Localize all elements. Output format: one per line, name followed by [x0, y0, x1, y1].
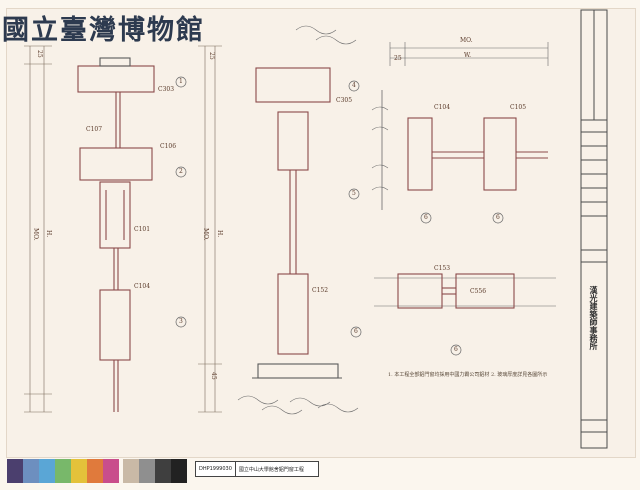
museum-watermark: 國立臺灣博物館 — [2, 15, 205, 46]
detail-2: 2 — [179, 168, 183, 175]
swatch — [103, 459, 119, 483]
archive-id: DHP1999030 — [196, 462, 236, 476]
swatch — [123, 459, 139, 483]
callout-c104: C104 — [134, 283, 151, 290]
archive-label: DHP1999030 國立中山大學館舍鋁門窗工程 — [195, 461, 319, 477]
callout-c303: C303 — [158, 86, 175, 93]
callout-c104-plan: C104 — [434, 104, 451, 111]
dim-mo-left: MO. — [32, 228, 39, 241]
swatch — [23, 459, 39, 483]
section-a — [77, 57, 155, 412]
detail-3: 3 — [179, 318, 183, 325]
hatching — [237, 25, 389, 415]
swatch — [171, 459, 187, 483]
swatch — [71, 459, 87, 483]
detail-9: 6 — [454, 346, 458, 353]
callout-c152: C152 — [312, 287, 329, 294]
grey-scale-bar — [123, 459, 187, 483]
callout-c556: C556 — [470, 288, 487, 295]
detail-markers — [175, 76, 504, 356]
dim-25-top: 25 — [394, 55, 402, 62]
color-calibration-bar — [7, 459, 119, 483]
callout-c105: C105 — [510, 104, 527, 111]
detail-4: 4 — [352, 82, 356, 89]
archive-title: 國立中山大學館舍鋁門窗工程 — [238, 466, 304, 473]
swatch — [155, 459, 171, 483]
callout-c106: C106 — [160, 143, 177, 150]
section-b — [252, 67, 342, 379]
detail-8: 6 — [496, 214, 500, 221]
dim-45-mid: 45 — [210, 372, 217, 380]
swatch — [139, 459, 155, 483]
dim-h-mid: H. — [216, 230, 223, 238]
plan-detail-bottom — [374, 273, 556, 309]
left-dimensions — [24, 45, 222, 413]
callout-c305: C305 — [336, 97, 353, 104]
detail-5: 5 — [352, 190, 356, 197]
dim-mo-mid: MO. — [202, 228, 209, 241]
dim-25-mid: 25 — [208, 52, 215, 60]
detail-6: 6 — [354, 328, 358, 335]
dim-w-top: W. — [464, 52, 472, 59]
detail-7: 6 — [424, 214, 428, 221]
drawing-notes: 1. 本工程全部鋁門窗均採用中國力霸公司鋁材 2. 玻璃厚度詳見各圖所示 — [388, 372, 548, 378]
dim-h-left: H. — [45, 230, 52, 238]
detail-1: 1 — [179, 78, 183, 85]
drawing-paper — [6, 8, 636, 458]
swatch — [7, 459, 23, 483]
dim-mo-top: MO. — [460, 37, 473, 44]
callout-c107: C107 — [86, 126, 103, 133]
plan-detail-top — [381, 42, 549, 210]
dim-25-left: 25 — [36, 50, 43, 58]
callout-c153: C153 — [434, 265, 451, 272]
title-block — [580, 9, 608, 449]
swatch — [87, 459, 103, 483]
callout-c101: C101 — [134, 226, 151, 233]
swatch — [55, 459, 71, 483]
office-name: 漢光建築師事務所 — [589, 286, 599, 350]
swatch — [39, 459, 55, 483]
